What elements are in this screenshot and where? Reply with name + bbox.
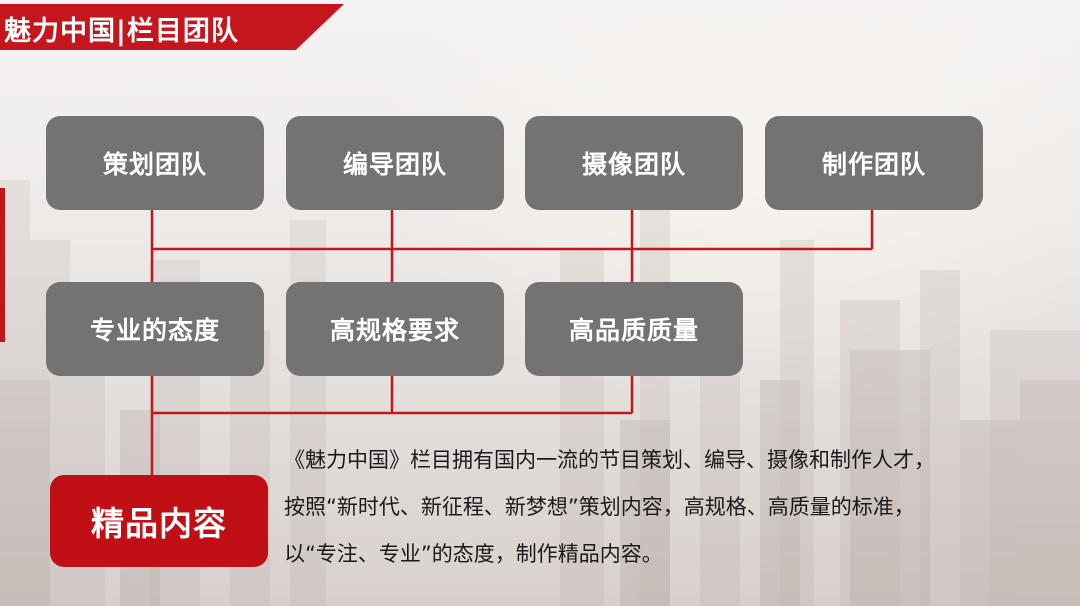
description-line: 按照“新时代、新征程、新梦想”策划内容，高规格、高质量的标准， [284, 495, 915, 519]
side-accent-bar [0, 188, 5, 342]
team-box-planning: 策划团队 [46, 116, 264, 210]
title-banner [0, 4, 344, 50]
description-line: 《魅力中国》栏目拥有国内一流的节目策划、编导、摄像和制作人才， [284, 448, 935, 472]
page-title: 魅力中国|栏目团队 [4, 16, 239, 47]
quality-box-standards: 高规格要求 [286, 282, 504, 376]
team-box-production: 制作团队 [765, 116, 983, 210]
quality-box-quality: 高品质质量 [525, 282, 743, 376]
description-text: 《魅力中国》栏目拥有国内一流的节目策划、编导、摄像和制作人才， 按照“新时代、新… [284, 437, 1044, 578]
team-box-camera: 摄像团队 [525, 116, 743, 210]
team-box-directing: 编导团队 [286, 116, 504, 210]
quality-box-attitude: 专业的态度 [46, 282, 264, 376]
result-box-premium-content: 精品内容 [50, 475, 268, 567]
description-line: 以“专注、专业”的态度，制作精品内容。 [284, 542, 663, 566]
